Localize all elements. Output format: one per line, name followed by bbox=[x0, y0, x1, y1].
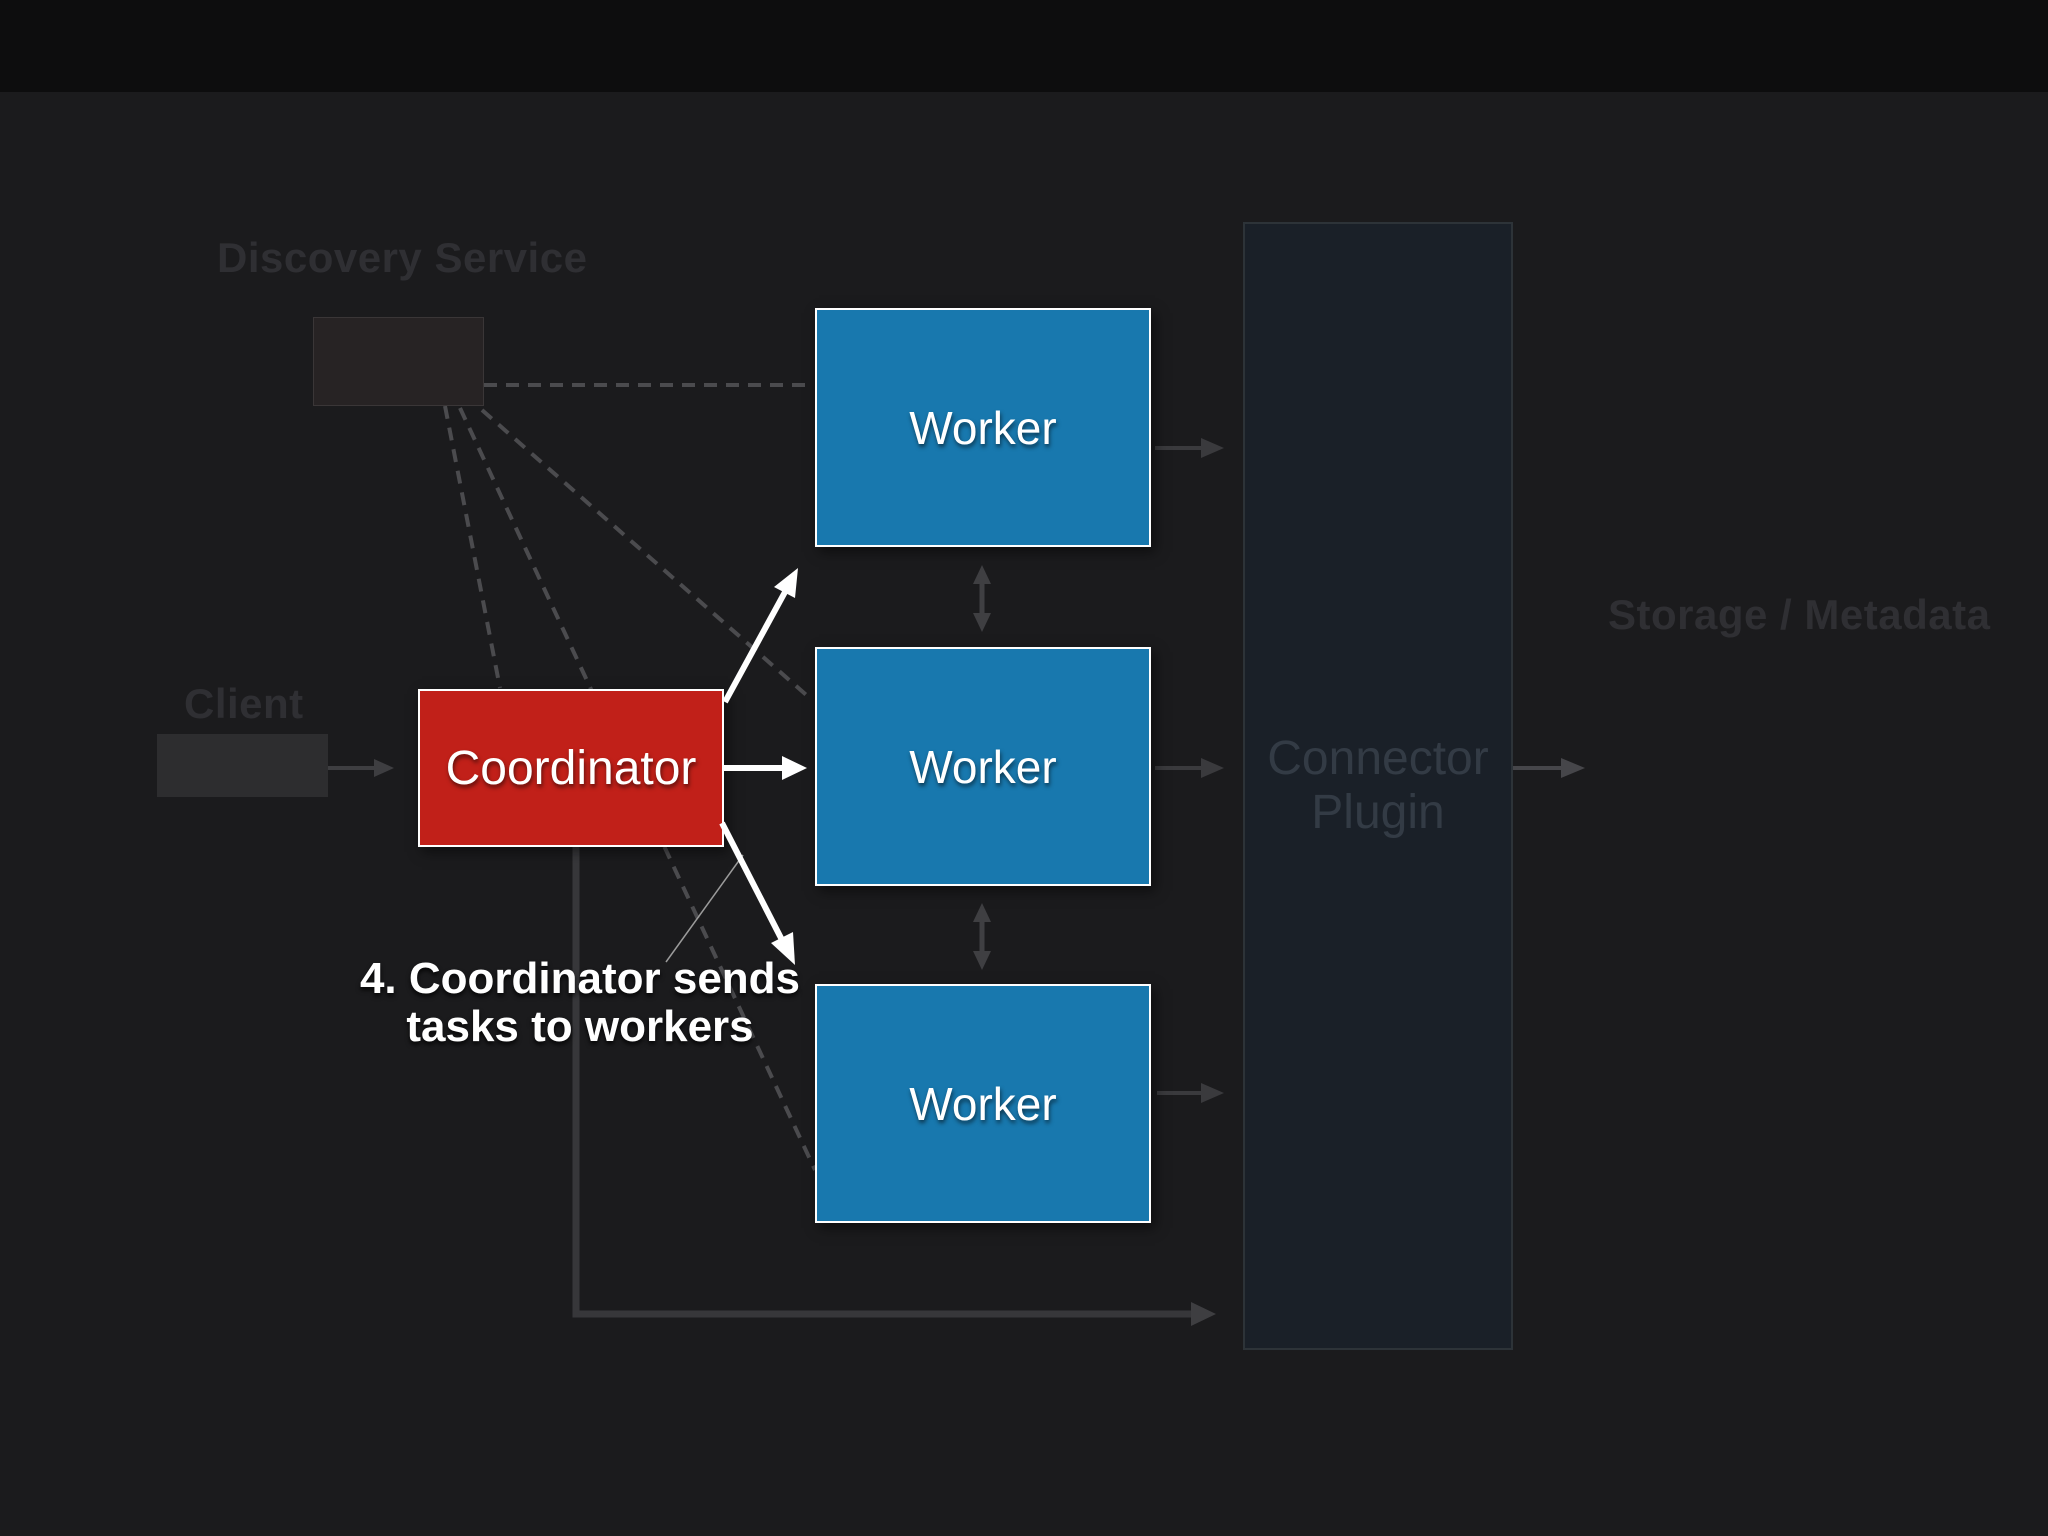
arrowhead-icon bbox=[782, 756, 807, 780]
arrowhead-icon bbox=[374, 759, 394, 777]
top-letterbox-bar bbox=[0, 0, 2048, 92]
arrowhead-icon bbox=[774, 568, 798, 598]
connector-plugin-node: Connector Plugin bbox=[1243, 222, 1513, 1350]
worker2-to-connector-arrow bbox=[1155, 758, 1224, 778]
worker-node-label: Worker bbox=[909, 740, 1057, 793]
coordinator-to-worker2-task-arrow bbox=[724, 756, 807, 780]
worker1-worker2-double-arrow bbox=[973, 565, 991, 632]
discovery-service-label: Discovery Service bbox=[217, 234, 588, 281]
worker-node-2: Worker bbox=[815, 647, 1151, 886]
annotation-pointer-line bbox=[665, 854, 744, 963]
coordinator-node: Coordinator bbox=[418, 689, 724, 847]
storage-metadata-label: Storage / Metadata bbox=[1608, 591, 1991, 638]
worker1-to-connector-arrow bbox=[1155, 438, 1224, 458]
arrowhead-icon bbox=[1191, 1302, 1216, 1326]
arrowhead-icon bbox=[973, 903, 991, 922]
arrowhead-icon bbox=[1201, 1083, 1224, 1103]
arrowhead-icon bbox=[973, 613, 991, 632]
arrowhead-icon bbox=[973, 565, 991, 584]
coordinator-to-worker1-task-arrow bbox=[722, 568, 798, 704]
discovery-to-coordinator-dashed-line bbox=[443, 405, 502, 689]
client-label: Client bbox=[184, 680, 304, 727]
arrowhead-icon bbox=[1201, 758, 1224, 778]
client-box bbox=[157, 734, 328, 797]
connector-to-storage-arrow bbox=[1513, 758, 1585, 778]
coordinator-node-label: Coordinator bbox=[445, 741, 697, 795]
worker-node-3: Worker bbox=[815, 984, 1151, 1223]
discovery-to-worker2-dashed-line bbox=[480, 408, 814, 702]
arrowhead-icon bbox=[973, 951, 991, 970]
discovery-service-box bbox=[313, 317, 484, 406]
worker3-to-connector-arrow bbox=[1157, 1083, 1224, 1103]
client-to-coordinator-arrow bbox=[328, 759, 394, 777]
coordinator-to-worker3-task-arrow bbox=[719, 821, 795, 965]
step-annotation-text: 4. Coordinator sends tasks to workers bbox=[359, 954, 801, 1051]
worker-node-1: Worker bbox=[815, 308, 1151, 547]
arrowhead-icon bbox=[1201, 438, 1224, 458]
connector-plugin-label: Connector Plugin bbox=[1267, 732, 1489, 839]
worker-node-label: Worker bbox=[909, 1077, 1057, 1130]
worker-node-label: Worker bbox=[909, 401, 1057, 454]
worker2-worker3-double-arrow bbox=[973, 903, 991, 970]
arrowhead-icon bbox=[1561, 758, 1585, 778]
